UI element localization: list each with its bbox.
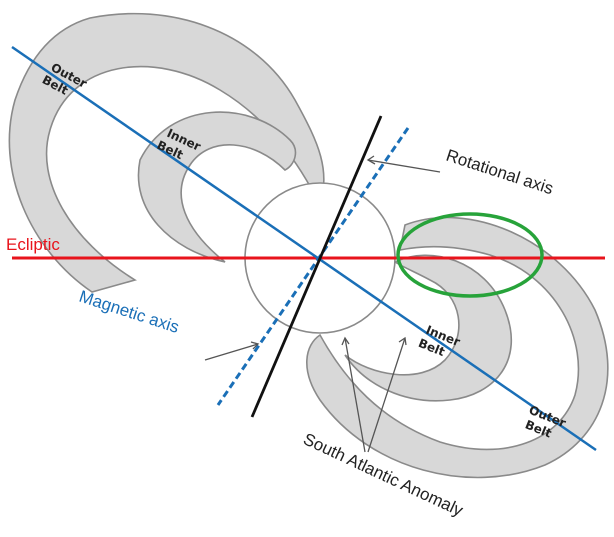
saa-pointer-left-arrowhead	[341, 336, 350, 346]
magnetic-axis-line	[11, 45, 597, 452]
magnetic-axis-pointer	[204, 343, 259, 361]
ecliptic-label: Ecliptic	[6, 235, 60, 254]
saa-pointer-right	[367, 337, 406, 453]
pointer-arrows	[204, 155, 441, 453]
magnetic-axis-label: Magnetic axis	[77, 287, 182, 337]
inner-belt-upper	[137, 111, 297, 263]
rotational-axis-label: Rotational axis	[444, 146, 556, 199]
saa-pointer-right-arrowhead	[398, 336, 407, 346]
rotational-axis-pointer	[367, 159, 441, 173]
outer-belt-upper	[8, 12, 325, 293]
south-atlantic-anomaly-highlight	[396, 212, 544, 298]
magnetic-dipole-axis-dashed	[216, 127, 410, 406]
magnetic-axis-arrowhead	[250, 341, 260, 350]
rotational-axis-arrowhead	[366, 155, 376, 165]
rotational-axis-line	[250, 115, 383, 418]
outer-belt-lower	[306, 216, 609, 479]
saa-pointer-left	[344, 337, 366, 453]
